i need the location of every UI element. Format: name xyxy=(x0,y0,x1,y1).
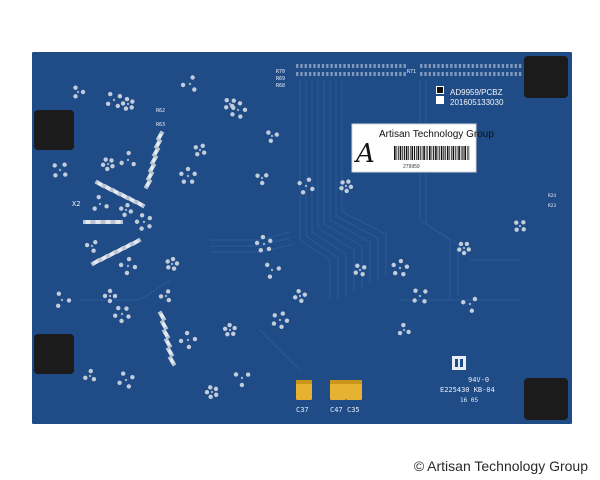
silk-r62: R62 xyxy=(156,108,165,114)
rubber-foot-top-left xyxy=(34,110,74,150)
part-label: AD9959/PCBZ 201605133030 xyxy=(436,86,504,107)
rubber-foot-top-right xyxy=(524,56,568,98)
silk-r69: R69 xyxy=(276,76,285,82)
silk-ul-mark: 94V-0 xyxy=(468,376,489,384)
silk-r23: R23 xyxy=(548,203,556,209)
sticker-company-name: Artisan Technology Group xyxy=(379,129,494,140)
copyright-text: Artisan Technology Group xyxy=(427,458,588,474)
capacitor-c35: C35 xyxy=(346,380,362,414)
silk-c47: C47 xyxy=(330,406,343,414)
asset-sticker: A Artisan Technology Group 279959 xyxy=(351,123,494,173)
sticker-logo-letter: A xyxy=(354,139,375,169)
rubber-foot-bottom-left xyxy=(34,334,74,374)
silk-r63: R63 xyxy=(156,122,165,128)
circuit-traces xyxy=(80,80,520,371)
part-date-code: 201605133030 xyxy=(450,98,504,107)
copyright-symbol: © xyxy=(413,458,425,474)
sticker-barcode xyxy=(394,146,470,160)
capacitor-c47: C47 xyxy=(330,380,346,414)
copyright-footer: ©Artisan Technology Group xyxy=(414,458,588,474)
silk-c37: C37 xyxy=(296,406,309,414)
silk-week-code: 16 05 xyxy=(460,397,478,404)
silk-r71: R71 xyxy=(407,69,416,75)
smd-components xyxy=(83,130,177,367)
silk-crystal-x2: X2 xyxy=(72,200,80,208)
ul-logo xyxy=(452,356,466,370)
silk-r70: R70 xyxy=(276,69,285,75)
rubber-foot-bottom-right xyxy=(524,378,568,420)
silk-c35: C35 xyxy=(347,406,360,414)
part-model: AD9959/PCBZ xyxy=(450,88,503,97)
pin-header-rows xyxy=(296,64,522,76)
sticker-serial: 279959 xyxy=(403,164,420,170)
silk-r24: R24 xyxy=(548,193,556,199)
silk-r68: R68 xyxy=(276,83,285,89)
capacitor-c37: C37 xyxy=(296,380,312,414)
solder-pads xyxy=(52,75,526,400)
silk-ul-code: E225430 KB-04 xyxy=(440,386,495,394)
